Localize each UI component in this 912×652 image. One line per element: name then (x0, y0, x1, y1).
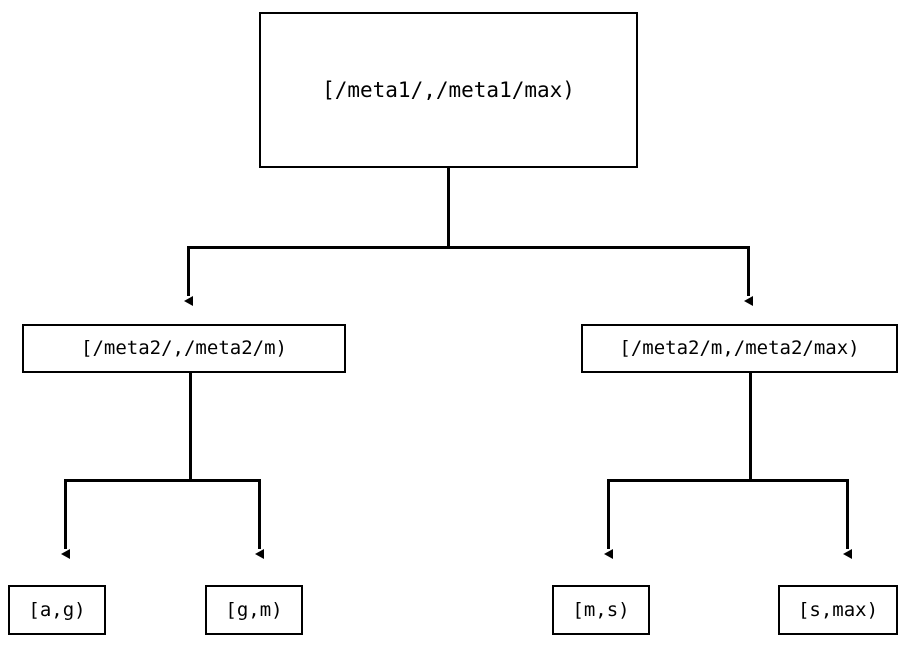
node-leaf-s-max: [s,max) (778, 585, 898, 635)
edge-midright-to-leaves-group (604, 373, 852, 559)
node-mid-right-label: [/meta2/m,/meta2/max) (619, 337, 860, 359)
node-mid-right: [/meta2/m,/meta2/max) (581, 324, 898, 373)
node-leaf-s-max-label: [s,max) (797, 598, 879, 621)
node-leaf-m-s: [m,s) (552, 585, 650, 635)
node-mid-left: [/meta2/,/meta2/m) (22, 324, 346, 373)
node-leaf-a-g: [a,g) (8, 585, 106, 635)
node-leaf-a-g-label: [a,g) (28, 598, 86, 621)
node-leaf-g-m-label: [g,m) (225, 598, 283, 621)
node-leaf-g-m: [g,m) (205, 585, 303, 635)
node-root: [/meta1/,/meta1/max) (259, 12, 638, 168)
node-leaf-m-s-label: [m,s) (572, 598, 630, 621)
node-mid-left-label: [/meta2/,/meta2/m) (81, 337, 287, 359)
edge-midleft-to-leaves-group (61, 373, 264, 559)
edge-root-to-mid-group (184, 168, 753, 306)
node-root-label: [/meta1/,/meta1/max) (322, 77, 575, 102)
